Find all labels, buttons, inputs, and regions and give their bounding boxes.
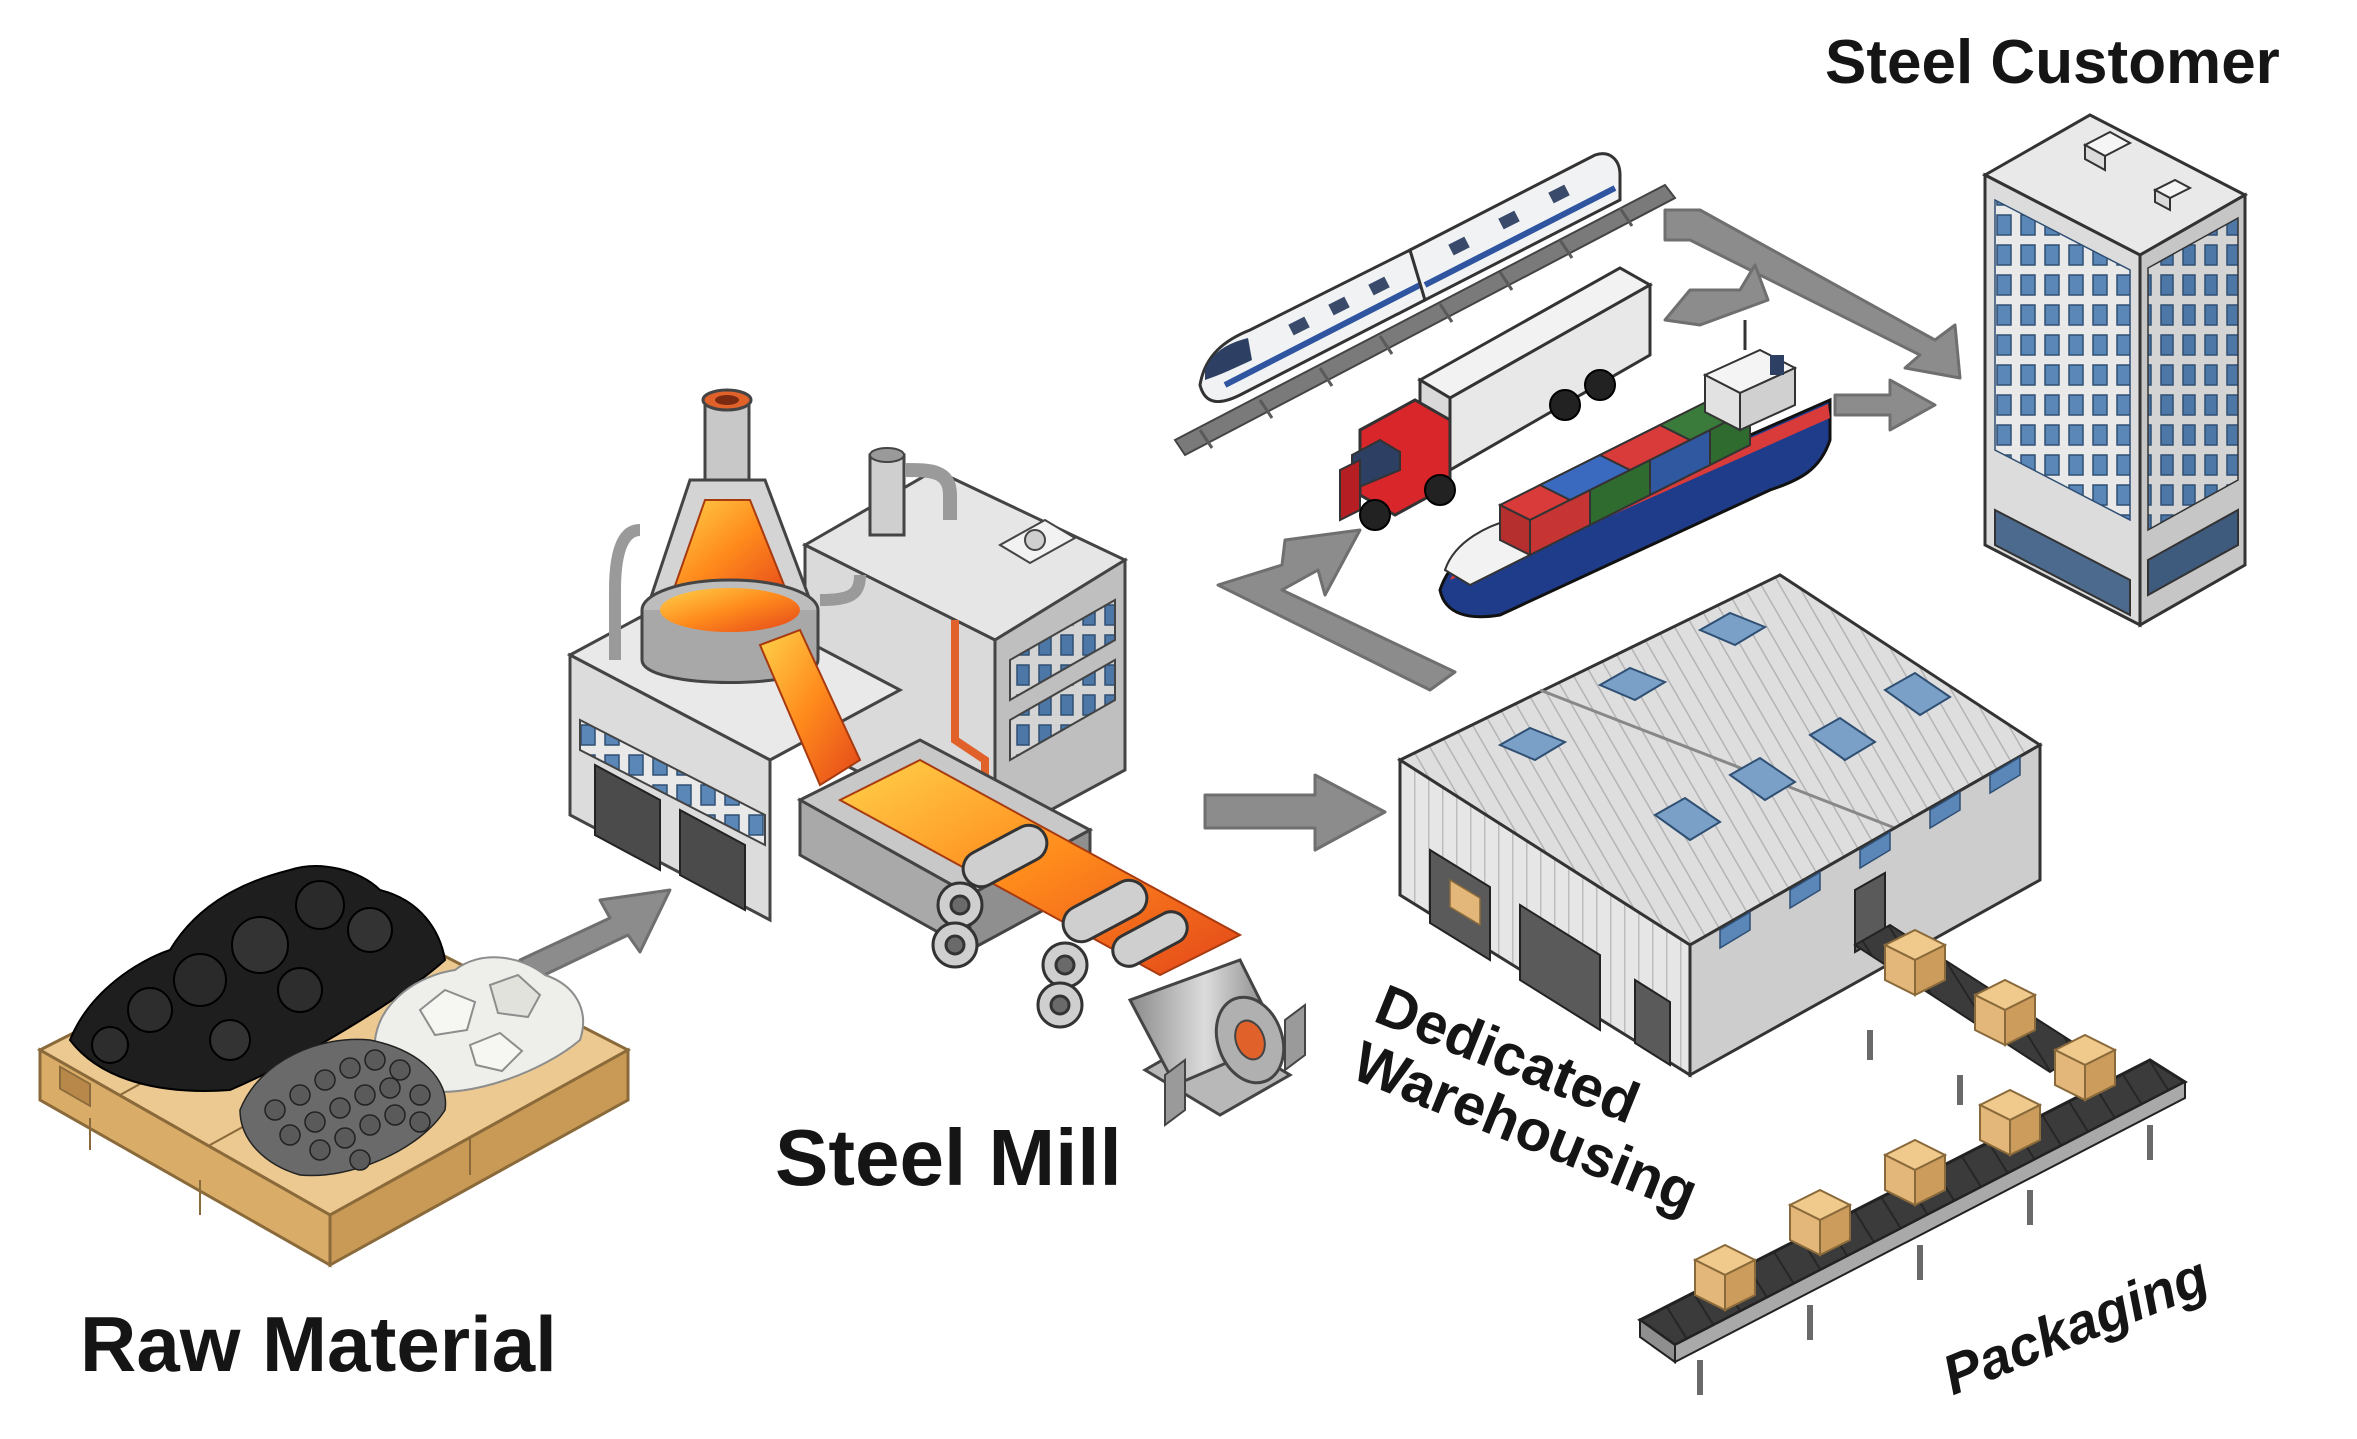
hot-steel-strip bbox=[837, 758, 1243, 977]
arrow-raw-to-mill bbox=[518, 888, 672, 980]
arrow-truck-to-customer bbox=[1663, 263, 1770, 327]
iron-pellets bbox=[239, 1038, 447, 1177]
arrow-mill-to-warehouse bbox=[1203, 773, 1387, 852]
truck bbox=[1339, 266, 1654, 531]
packaging-boxes bbox=[1692, 928, 2118, 1312]
steel-customer-label: Steel Customer bbox=[1825, 28, 2280, 97]
steel-mill-label: Steel Mill bbox=[775, 1113, 1122, 1202]
arrow-ship-to-customer bbox=[1833, 378, 1937, 432]
arrow-train-to-customer bbox=[1663, 208, 1962, 380]
limestone-pile bbox=[373, 956, 585, 1093]
train bbox=[1173, 152, 1677, 457]
steel-mill bbox=[566, 388, 1306, 1127]
molten-channel bbox=[758, 628, 862, 787]
customer-building bbox=[1981, 113, 2249, 628]
arrow-warehouse-to-transport bbox=[1216, 528, 1457, 692]
raw-material-pallet bbox=[36, 865, 632, 1268]
rollers bbox=[931, 823, 1189, 1029]
cargo-ship bbox=[1438, 320, 1832, 619]
packaging-conveyor bbox=[1637, 923, 2189, 1395]
raw-material-label: Raw Material bbox=[80, 1300, 557, 1388]
coal-pile bbox=[68, 865, 447, 1092]
steel-coil bbox=[1127, 958, 1306, 1127]
warehouse bbox=[1396, 573, 2043, 1078]
flow-arrows bbox=[518, 208, 1962, 980]
